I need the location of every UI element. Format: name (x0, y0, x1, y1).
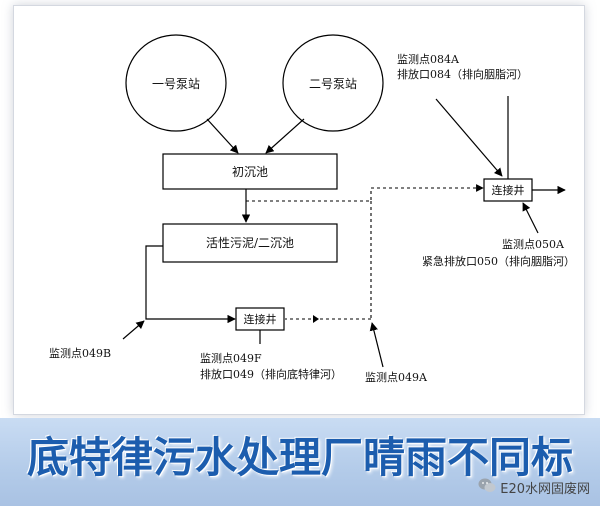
secondary-clarifier-node (162, 223, 338, 263)
banner-title: 底特律污水处理厂晴雨不同标 (26, 433, 573, 482)
label-084a-line2: 排放口084（排向胭脂河） (397, 67, 528, 81)
junction-well-right-label: 连接井 (492, 183, 525, 197)
bypass-line-upper (246, 184, 484, 202)
wechat-icon (478, 478, 496, 497)
title-banner (0, 418, 600, 506)
pump-station-2-node (282, 34, 384, 132)
label-050a-line2: 紧急排放口050（排向胭脂河） (422, 254, 575, 268)
arrow-050a-to-junction (522, 202, 539, 234)
arrow-pump2-to-primary (265, 118, 305, 154)
pump-station-1-node (125, 34, 227, 132)
diagram-panel: 一号泵站 二号泵站 初沉池 活性污泥/二沉池 (13, 5, 585, 415)
label-049b: 监测点049B (49, 347, 111, 360)
label-049a: 监测点049A (365, 371, 428, 384)
primary-clarifier-label: 初沉池 (232, 165, 268, 179)
label-050a-line1: 监测点050A (502, 238, 565, 251)
pump-station-1-label: 一号泵站 (152, 77, 200, 91)
primary-clarifier-node (162, 153, 338, 190)
arrow-049a-to-line (369, 322, 384, 368)
junction-well-bottom-label: 连接井 (244, 312, 277, 326)
watermark: E20水网固废网 (478, 478, 590, 497)
arrow-pump1-to-primary (206, 118, 239, 154)
arrow-secondary-to-junction (145, 245, 236, 324)
arrow-049b-to-line (122, 320, 145, 340)
pump-station-2-label: 二号泵站 (309, 77, 357, 91)
label-049f-line2: 排放口049（排向底特律河） (200, 367, 342, 381)
flow-diagram: 一号泵站 二号泵站 初沉池 活性污泥/二沉池 (49, 34, 575, 384)
secondary-clarifier-label: 活性污泥/二沉池 (206, 236, 294, 250)
label-084a-line1: 监测点084A (397, 53, 460, 66)
bypass-arrowhead (313, 315, 319, 323)
watermark-text: E20水网固废网 (500, 482, 590, 497)
arrow-084a-to-junction (435, 98, 503, 177)
label-049f-line1: 监测点049F (200, 352, 262, 365)
